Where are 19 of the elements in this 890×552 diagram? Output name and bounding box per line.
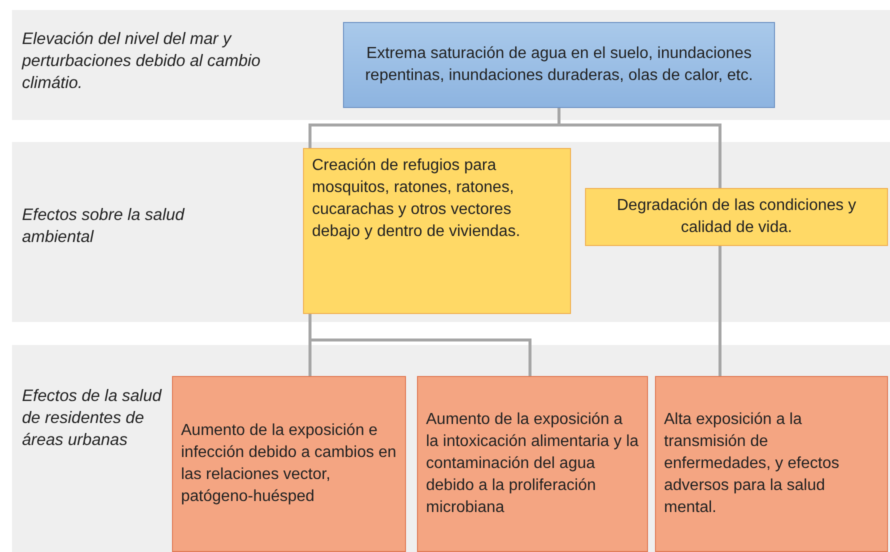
band-background [12, 142, 890, 322]
box-text: Extrema saturación de agua en el suelo, inundaciones repentinas, inundaciones duraderas, olas de calor, etc. [364, 44, 754, 86]
process-box [655, 376, 888, 552]
box-text: Degradación de las condiciones y calidad de vida. [616, 196, 858, 238]
row-label: Efectos sobre la salud ambiental [22, 205, 186, 248]
process-box [585, 188, 888, 246]
band-background [12, 10, 890, 120]
row-label: Efectos de la salud de residentes de áreas urbanas [22, 386, 162, 451]
row-label: Elevación del nivel del mar y perturbaciones debido al cambio climátio. [22, 29, 262, 94]
box-text: Aumento de la exposición a la intoxicación alimentaria y la contaminación del agua debido a la proliferación microbiana [426, 410, 639, 518]
band-background [12, 345, 890, 552]
connector-line [718, 246, 722, 376]
process-box [417, 376, 648, 552]
process-box [303, 148, 571, 314]
process-box [343, 22, 775, 108]
process-box [172, 376, 406, 552]
box-text: Alta exposición a la transmisión de enfermedades, y efectos adversos para la salud mental. [664, 410, 840, 518]
box-text: Creación de refugios para mosquitos, ratones, ratones, cucarachas y otros vectores debajo y dentro de viviendas. [312, 156, 522, 242]
box-text: Aumento de la exposición e infección debido a cambios en las relaciones vector, patógeno-huésped [181, 421, 397, 507]
